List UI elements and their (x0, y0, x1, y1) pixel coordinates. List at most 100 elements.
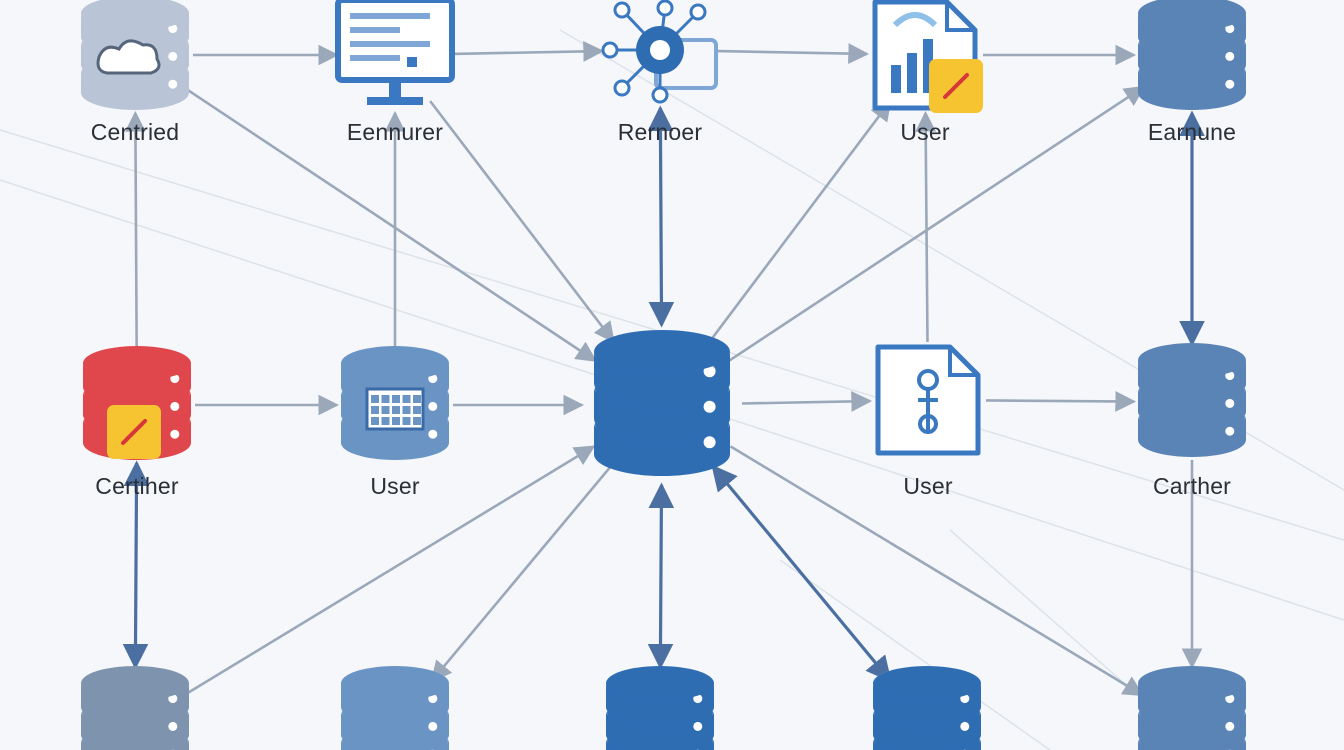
node-n13[interactable] (606, 666, 714, 750)
node-label: Rernoer (617, 119, 703, 145)
db-led (168, 24, 178, 34)
node-label: Eennurer (346, 119, 444, 145)
node-n12[interactable] (341, 666, 449, 750)
node-n1[interactable] (81, 0, 189, 111)
db-led (960, 721, 970, 731)
calendar-cell (381, 406, 390, 414)
node-label: User (900, 119, 950, 145)
db-led (428, 429, 438, 439)
edge-arrow (985, 391, 1137, 412)
db-led (1225, 694, 1235, 704)
db-cap (1138, 666, 1246, 701)
calendar-cell (371, 395, 379, 403)
calendar-cell (413, 395, 421, 403)
db-cap (341, 346, 449, 381)
node-label: Centried (90, 119, 180, 145)
chart-bar (923, 39, 933, 93)
edge-arrow (125, 110, 146, 348)
db-led (703, 365, 716, 378)
key-bow (918, 414, 938, 434)
calendar-cell (413, 406, 421, 414)
node-label: User (903, 473, 953, 499)
node-n6[interactable] (83, 346, 191, 461)
db-led (168, 51, 178, 61)
cloud-icon (96, 39, 161, 75)
db-led (168, 79, 178, 89)
monitor-base (367, 97, 423, 105)
node-n7[interactable] (341, 346, 449, 460)
document-fold (945, 2, 975, 32)
edge-arrow (183, 445, 596, 697)
node-n11[interactable] (81, 666, 189, 750)
node-n2[interactable] (335, 0, 455, 105)
monitor-stand (389, 80, 401, 98)
edge-arrow (729, 445, 1145, 697)
db-cap (594, 330, 730, 374)
db-led (170, 401, 180, 411)
db-led (693, 721, 703, 731)
db-led (1225, 24, 1235, 34)
network-dot (689, 3, 707, 21)
db-cap (606, 666, 714, 701)
calendar-cell (392, 417, 400, 425)
db-cap (873, 666, 981, 701)
node-n5[interactable] (1138, 0, 1246, 111)
db-cap (81, 0, 189, 31)
node-n10[interactable] (1138, 343, 1246, 457)
calendar-cell (381, 417, 390, 425)
node-n8[interactable] (594, 330, 730, 476)
db-led (428, 694, 438, 704)
node-label: User (370, 473, 420, 499)
db-led (1225, 371, 1235, 381)
db-led (170, 429, 180, 439)
db-led (428, 721, 438, 731)
network-dot (613, 1, 631, 19)
edge-arrow (430, 465, 612, 683)
db-led (428, 374, 438, 384)
calendar-cell (413, 417, 421, 425)
db-led (693, 694, 703, 704)
network-dot (651, 86, 669, 104)
db-led (428, 401, 438, 411)
edge-arrow (915, 110, 937, 343)
db-led (168, 721, 178, 731)
db-led (1225, 51, 1235, 61)
db-led (1225, 79, 1235, 89)
db-cap (341, 666, 449, 701)
chart-curve (892, 12, 938, 28)
edge-arrow (122, 460, 150, 670)
edge-arrow (452, 41, 605, 62)
edge-arrow (429, 100, 615, 344)
edge-arrow (647, 105, 675, 328)
node-n3[interactable] (601, 0, 718, 104)
node-n4[interactable] (872, 0, 983, 113)
edge-arrow (711, 464, 892, 683)
document-fold (948, 347, 978, 377)
screen-line (350, 55, 400, 61)
node-label: Certiher (95, 473, 179, 499)
db-led (960, 694, 970, 704)
calendar-cell (402, 406, 411, 414)
db-cap (81, 666, 189, 701)
node-n14[interactable] (873, 666, 981, 750)
screen-line (350, 41, 430, 47)
network-hub-core (650, 40, 670, 60)
edge-arrow (741, 391, 873, 412)
node-layer (81, 0, 1246, 750)
calendar-cell (402, 417, 411, 425)
network-dot (601, 41, 619, 59)
db-cap (83, 346, 191, 381)
calendar-cell (392, 406, 400, 414)
edge-arrow (717, 43, 870, 64)
db-led (703, 400, 716, 413)
pencil-icon (943, 73, 969, 99)
node-n15[interactable] (1138, 666, 1246, 750)
node-n9[interactable] (875, 344, 981, 456)
pencil-icon (121, 419, 147, 445)
calendar-cell (381, 395, 390, 403)
network-dot (613, 79, 631, 97)
calendar-cell (402, 395, 411, 403)
edge-arrow (647, 482, 675, 670)
